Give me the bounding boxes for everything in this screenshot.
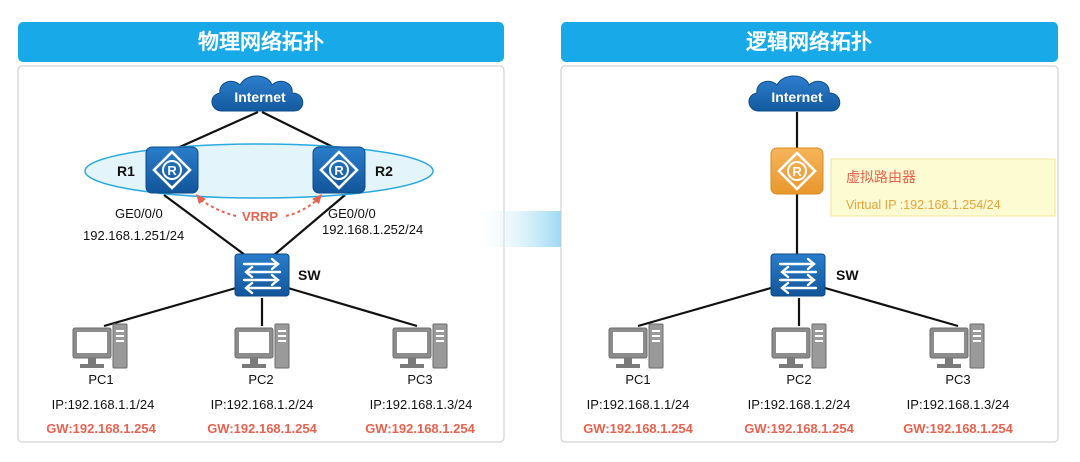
vrrp-label: VRRP: [242, 209, 278, 224]
switch-label: SW: [836, 267, 859, 283]
switch-label: SW: [298, 267, 321, 283]
pc-name-label: PC3: [407, 372, 432, 387]
pc-ip-label: IP:192.168.1.2/24: [211, 397, 314, 412]
pc-name-label: PC1: [88, 372, 113, 387]
switch-icon: [233, 252, 291, 298]
pc-name-label: PC2: [786, 372, 811, 387]
internet-label: Internet: [771, 89, 823, 105]
pc-name-label: PC2: [248, 372, 273, 387]
pc-name-label: PC1: [625, 372, 650, 387]
logical-header: [561, 22, 1058, 62]
r2-ip-label: 192.168.1.252/24: [322, 222, 423, 237]
pc-gw-label: GW:192.168.1.254: [744, 421, 854, 436]
r1-ip-label: 192.168.1.251/24: [83, 228, 184, 243]
pc-ip-label: IP:192.168.1.1/24: [52, 397, 155, 412]
pc-gw-label: GW:192.168.1.254: [46, 421, 156, 436]
virtual-router-callout: [830, 158, 1056, 217]
r1-port-label: GE0/0/0: [115, 206, 163, 221]
pc-name-label: PC3: [945, 372, 970, 387]
physical-links: [103, 110, 418, 328]
router-r2-label: R2: [375, 163, 393, 179]
pc-ip-label: IP:192.168.1.3/24: [907, 397, 1010, 412]
r2-port-label: GE0/0/0: [328, 206, 376, 221]
pc-gw-label: GW:192.168.1.254: [365, 421, 475, 436]
vrrp-arrow-head-right: [312, 194, 322, 204]
logical-title: 逻辑网络拓扑: [746, 30, 872, 54]
pc-gw-label: GW:192.168.1.254: [903, 421, 1013, 436]
virtual-router-label: 虚拟路由器: [846, 169, 916, 185]
virtual-router-icon: [770, 147, 824, 195]
pc-gw-label: GW:192.168.1.254: [207, 421, 317, 436]
switch-icon: [769, 252, 827, 298]
physical-title: 物理网络拓扑: [198, 30, 324, 54]
router-r2-icon: [312, 146, 366, 194]
pc-ip-label: IP:192.168.1.3/24: [370, 397, 473, 412]
pc-ip-label: IP:192.168.1.2/24: [748, 397, 851, 412]
physical-header: [18, 22, 504, 62]
pc-gw-label: GW:192.168.1.254: [583, 421, 693, 436]
pc-ip-label: IP:192.168.1.1/24: [587, 397, 690, 412]
virtual-ip-label: Virtual IP :192.168.1.254/24: [846, 198, 1001, 212]
router-r1-label: R1: [117, 163, 135, 179]
router-r1-icon: [145, 146, 199, 194]
logical-links: [637, 112, 959, 328]
internet-label: Internet: [234, 89, 286, 105]
vrrp-arrow-head-left: [196, 194, 206, 204]
